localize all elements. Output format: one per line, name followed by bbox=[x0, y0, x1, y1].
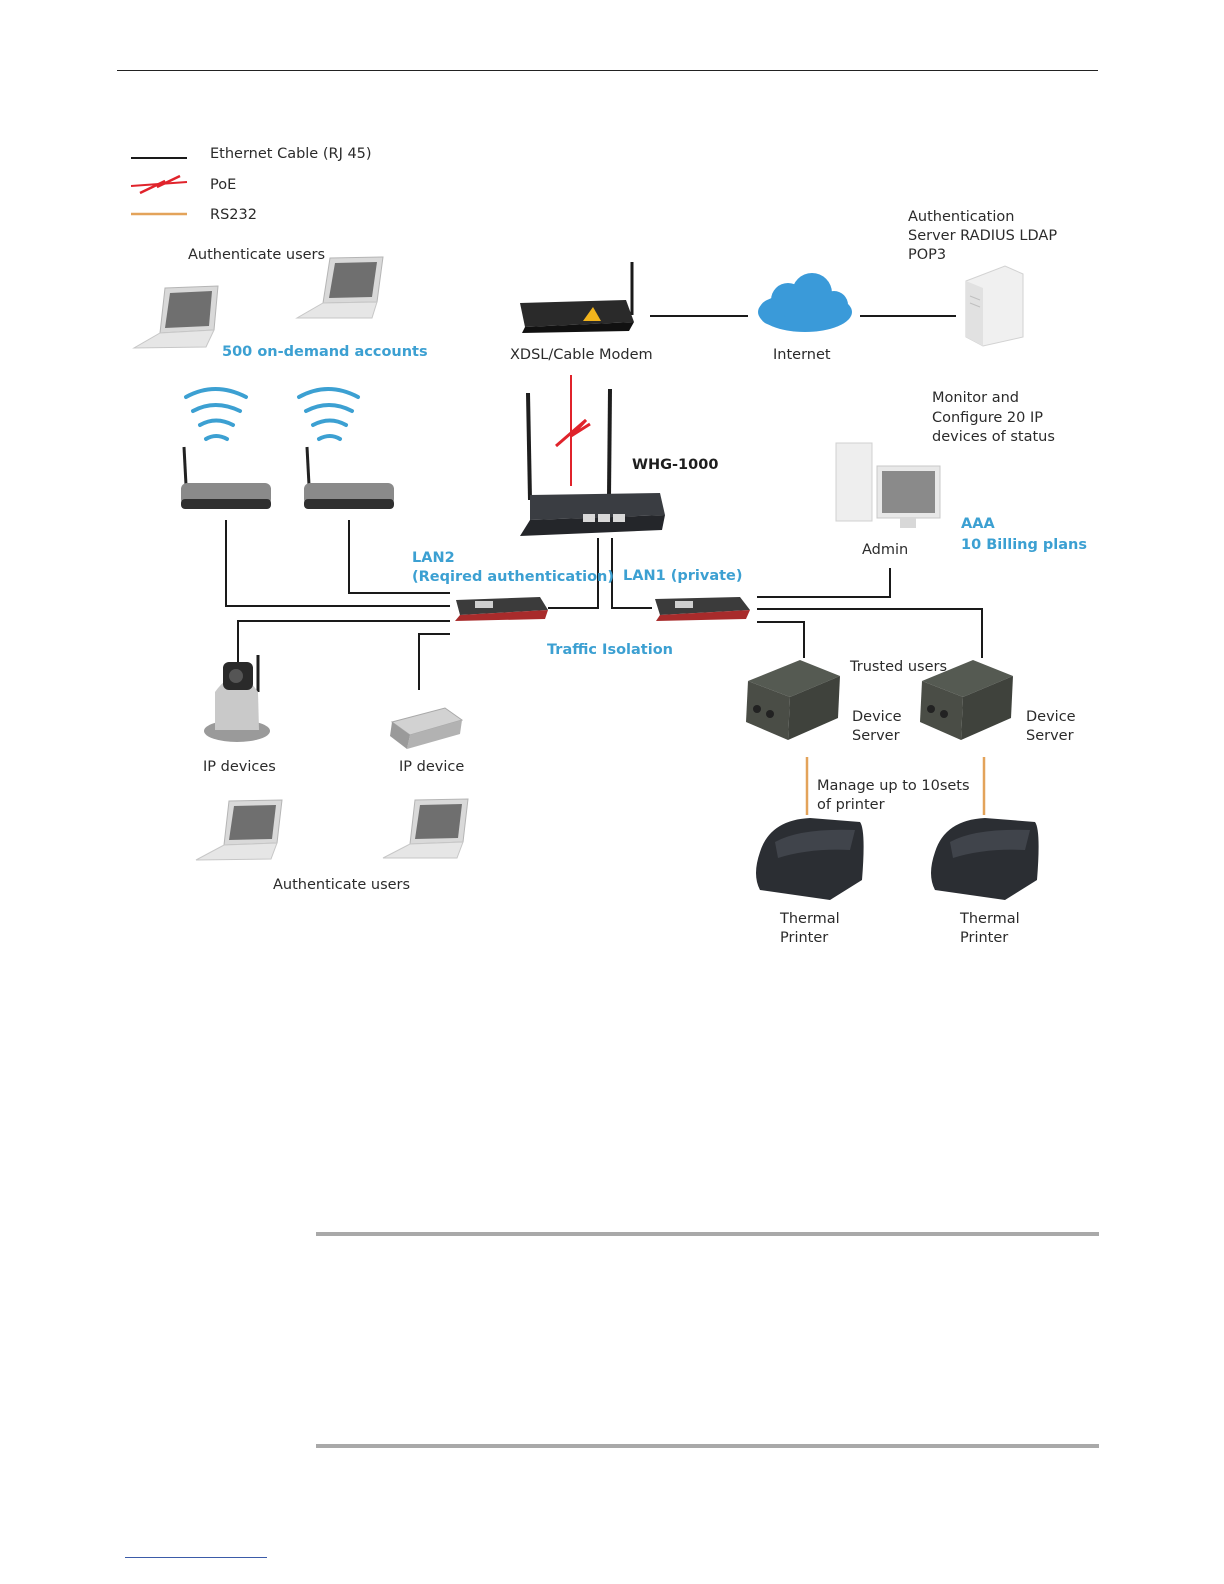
monitor-label-line-3: devices of status bbox=[932, 429, 1055, 445]
laptop-icon bbox=[195, 799, 283, 861]
monitor-label-line-2: Configure 20 IP bbox=[932, 410, 1043, 426]
authenticate-users-bottom-label: Authenticate users bbox=[273, 877, 410, 893]
device-server-1-label-line-2: Server bbox=[852, 728, 900, 744]
poe-connection bbox=[555, 375, 591, 486]
lan2-label-line-1: LAN2 bbox=[412, 550, 455, 566]
on-demand-accounts-label: 500 on-demand accounts bbox=[222, 344, 428, 360]
thermal-printer-1-label-line-2: Printer bbox=[780, 930, 828, 946]
wireless-access-point-icon bbox=[181, 387, 271, 509]
switch-icon bbox=[655, 597, 750, 621]
legend-ethernet-label: Ethernet Cable (RJ 45) bbox=[210, 146, 372, 162]
thermal-printer-1-label-line-1: Thermal bbox=[779, 911, 840, 927]
manage-printers-label-line-2: of printer bbox=[817, 797, 885, 813]
section-rule-bottom bbox=[316, 1444, 1099, 1448]
billing-plans-label: 10 Billing plans bbox=[961, 537, 1087, 553]
wireless-access-point-icon bbox=[297, 387, 394, 509]
auth-server-label-line-3: POP3 bbox=[908, 247, 946, 263]
admin-computer-icon bbox=[835, 442, 941, 528]
device-server-icon bbox=[920, 660, 1013, 740]
modem-label: XDSL/Cable Modem bbox=[510, 347, 653, 363]
thermal-printer-icon bbox=[931, 818, 1039, 900]
thermal-printer-icon bbox=[756, 818, 864, 900]
thermal-printer-2-label-line-2: Printer bbox=[960, 930, 1008, 946]
manage-printers-label-line-1: Manage up to 10sets bbox=[817, 778, 970, 794]
admin-label: Admin bbox=[862, 542, 908, 558]
whg-1000-label: WHG-1000 bbox=[632, 457, 718, 473]
aaa-label: AAA bbox=[961, 516, 995, 532]
header-rule bbox=[117, 70, 1098, 71]
laptop-icon bbox=[382, 798, 469, 859]
device-server-2-label-line-1: Device bbox=[1026, 709, 1076, 725]
ip-camera-icon bbox=[204, 655, 270, 742]
auth-server-label-line-1: Authentication bbox=[908, 209, 1014, 225]
authenticate-users-top-label: Authenticate users bbox=[188, 247, 325, 263]
device-server-icon bbox=[746, 660, 840, 740]
thermal-printer-2-label-line-1: Thermal bbox=[959, 911, 1020, 927]
internet-label: Internet bbox=[773, 347, 831, 363]
laptop-icon bbox=[132, 285, 219, 349]
legend: Ethernet Cable (RJ 45) PoE RS232 bbox=[130, 146, 372, 223]
ethernet-connections bbox=[225, 315, 983, 690]
ip-device-icon bbox=[390, 707, 464, 749]
device-server-2-label-line-2: Server bbox=[1026, 728, 1074, 744]
ip-device-label: IP device bbox=[399, 759, 464, 775]
internet-cloud-icon bbox=[758, 273, 852, 332]
rs232-connections bbox=[805, 757, 986, 815]
switch-icon bbox=[455, 597, 548, 621]
legend-rs232-label: RS232 bbox=[210, 207, 257, 223]
footer-link-underline bbox=[125, 1557, 267, 1558]
legend-poe-icon bbox=[130, 174, 188, 195]
ip-devices-label: IP devices bbox=[203, 759, 276, 775]
monitor-label-line-1: Monitor and bbox=[932, 390, 1019, 406]
laptop-icon bbox=[295, 256, 384, 319]
section-rule-top bbox=[316, 1232, 1099, 1236]
whg-1000-gateway-icon bbox=[520, 388, 665, 536]
traffic-isolation-label: Traffic Isolation bbox=[547, 642, 673, 658]
lan1-label: LAN1 (private) bbox=[623, 568, 743, 584]
device-server-1-label-line-1: Device bbox=[852, 709, 902, 725]
lan2-label-line-2: (Reqired authentication) bbox=[412, 569, 614, 585]
trusted-users-label: Trusted users bbox=[849, 659, 947, 675]
auth-server-label-line-2: Server RADIUS LDAP bbox=[908, 228, 1057, 244]
modem-icon bbox=[520, 262, 634, 333]
legend-poe-label: PoE bbox=[210, 177, 236, 193]
server-icon bbox=[965, 265, 1024, 347]
